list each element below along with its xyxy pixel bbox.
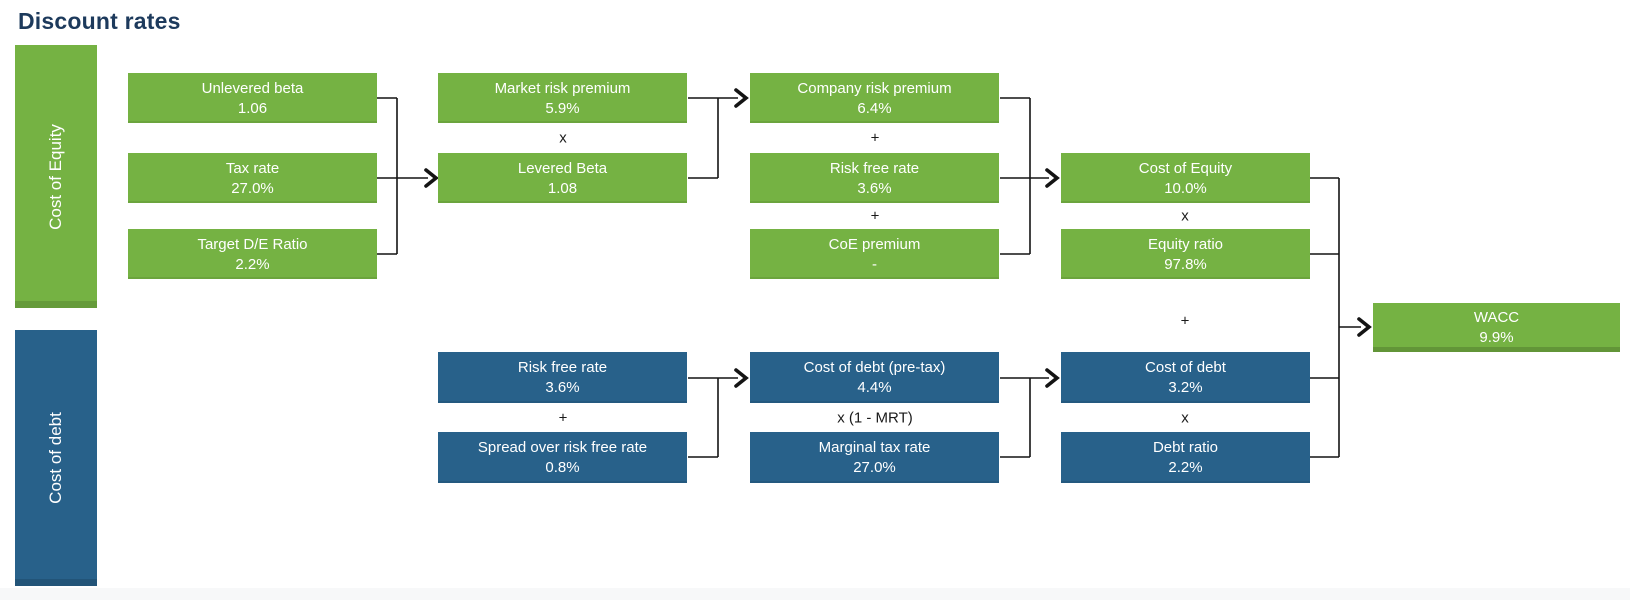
arrowhead-levered-beta bbox=[424, 168, 439, 188]
box-value: - bbox=[872, 255, 877, 273]
box-label: Spread over risk free rate bbox=[477, 439, 648, 456]
page-title: Discount rates bbox=[18, 8, 181, 34]
box-cost-of-debt-pretax: Cost of debt (pre-tax) 4.4% bbox=[750, 352, 999, 403]
box-cost-of-debt: Cost of debt 3.2% bbox=[1061, 352, 1310, 403]
connector-col4-wacc bbox=[1310, 177, 1361, 458]
box-value: 3.6% bbox=[545, 379, 580, 396]
operator-plus: + bbox=[870, 207, 880, 225]
arrowhead-company-risk-premium bbox=[734, 88, 749, 108]
box-value: 1.06 bbox=[237, 99, 268, 117]
arrowhead-wacc bbox=[1357, 317, 1372, 337]
box-label: Cost of Equity bbox=[1138, 159, 1233, 177]
box-cost-of-equity: Cost of Equity 10.0% bbox=[1061, 153, 1310, 203]
connector-equity-col1-col2 bbox=[377, 97, 428, 255]
connector-equity-col2-col3 bbox=[688, 97, 738, 179]
box-risk-free-rate-debt: Risk free rate 3.6% bbox=[438, 352, 687, 403]
operator-multiply: x bbox=[559, 129, 567, 147]
box-value: 5.9% bbox=[545, 99, 580, 117]
box-value: 9.9% bbox=[1479, 329, 1514, 346]
box-wacc: WACC 9.9% bbox=[1373, 303, 1620, 352]
box-label: Risk free rate bbox=[829, 159, 920, 177]
box-label: Market risk premium bbox=[494, 79, 631, 97]
box-label: Risk free rate bbox=[517, 359, 608, 376]
box-value: 1.08 bbox=[547, 179, 578, 197]
arrowhead-cost-of-debt-pretax bbox=[734, 368, 749, 388]
box-risk-free-rate-equity: Risk free rate 3.6% bbox=[750, 153, 999, 203]
box-equity-ratio: Equity ratio 97.8% bbox=[1061, 229, 1310, 279]
box-value: 10.0% bbox=[1164, 179, 1207, 197]
section-band-label: Cost of Equity bbox=[46, 123, 66, 230]
section-band-cost-of-equity: Cost of Equity bbox=[15, 45, 97, 308]
box-label: Target D/E Ratio bbox=[197, 235, 308, 253]
operator-plus: + bbox=[1180, 312, 1190, 330]
connector-equity-col3-col4 bbox=[1000, 97, 1049, 255]
box-value: 2.2% bbox=[1168, 459, 1203, 476]
box-label: Company risk premium bbox=[797, 79, 952, 97]
box-value: 4.4% bbox=[857, 379, 892, 396]
box-value: 3.2% bbox=[1168, 379, 1203, 396]
operator-multiply: x bbox=[1181, 207, 1189, 225]
operator-one-minus-mrt: x (1 - MRT) bbox=[837, 409, 913, 427]
box-target-de-ratio: Target D/E Ratio 2.2% bbox=[128, 229, 377, 279]
box-marginal-tax-rate: Marginal tax rate 27.0% bbox=[750, 432, 999, 483]
section-band-cost-of-debt: Cost of debt bbox=[15, 330, 97, 586]
box-label: WACC bbox=[1473, 309, 1520, 326]
operator-multiply: x bbox=[1181, 409, 1189, 427]
box-value: 0.8% bbox=[545, 459, 580, 476]
bottom-page-edge bbox=[0, 588, 1630, 600]
box-value: 27.0% bbox=[853, 459, 896, 476]
arrowhead-cost-of-debt bbox=[1045, 368, 1060, 388]
box-company-risk-premium: Company risk premium 6.4% bbox=[750, 73, 999, 123]
box-debt-ratio: Debt ratio 2.2% bbox=[1061, 432, 1310, 483]
box-label: Cost of debt (pre-tax) bbox=[803, 359, 946, 376]
box-value: 2.2% bbox=[235, 255, 270, 273]
box-label: Levered Beta bbox=[517, 159, 608, 177]
box-label: Debt ratio bbox=[1152, 439, 1219, 456]
box-value: 97.8% bbox=[1164, 255, 1207, 273]
box-levered-beta: Levered Beta 1.08 bbox=[438, 153, 687, 203]
connector-debt-col2-col3 bbox=[688, 377, 738, 458]
box-unlevered-beta: Unlevered beta 1.06 bbox=[128, 73, 377, 123]
box-value: 3.6% bbox=[857, 179, 892, 197]
box-market-risk-premium: Market risk premium 5.9% bbox=[438, 73, 687, 123]
box-label: Marginal tax rate bbox=[818, 439, 931, 456]
box-label: Tax rate bbox=[225, 159, 280, 177]
box-spread-over-risk-free-rate: Spread over risk free rate 0.8% bbox=[438, 432, 687, 483]
arrowhead-cost-of-equity bbox=[1045, 168, 1060, 188]
box-coe-premium: CoE premium - bbox=[750, 229, 999, 279]
box-label: Equity ratio bbox=[1147, 235, 1224, 253]
box-label: Unlevered beta bbox=[201, 79, 304, 97]
operator-plus: + bbox=[558, 409, 568, 427]
box-label: CoE premium bbox=[828, 235, 921, 253]
connector-debt-col3-col4 bbox=[1000, 377, 1049, 458]
operator-plus: + bbox=[870, 129, 880, 147]
box-label: Cost of debt bbox=[1145, 359, 1226, 376]
box-tax-rate: Tax rate 27.0% bbox=[128, 153, 377, 203]
box-value: 6.4% bbox=[857, 99, 892, 117]
section-band-label: Cost of debt bbox=[46, 412, 66, 504]
box-value: 27.0% bbox=[231, 179, 274, 197]
